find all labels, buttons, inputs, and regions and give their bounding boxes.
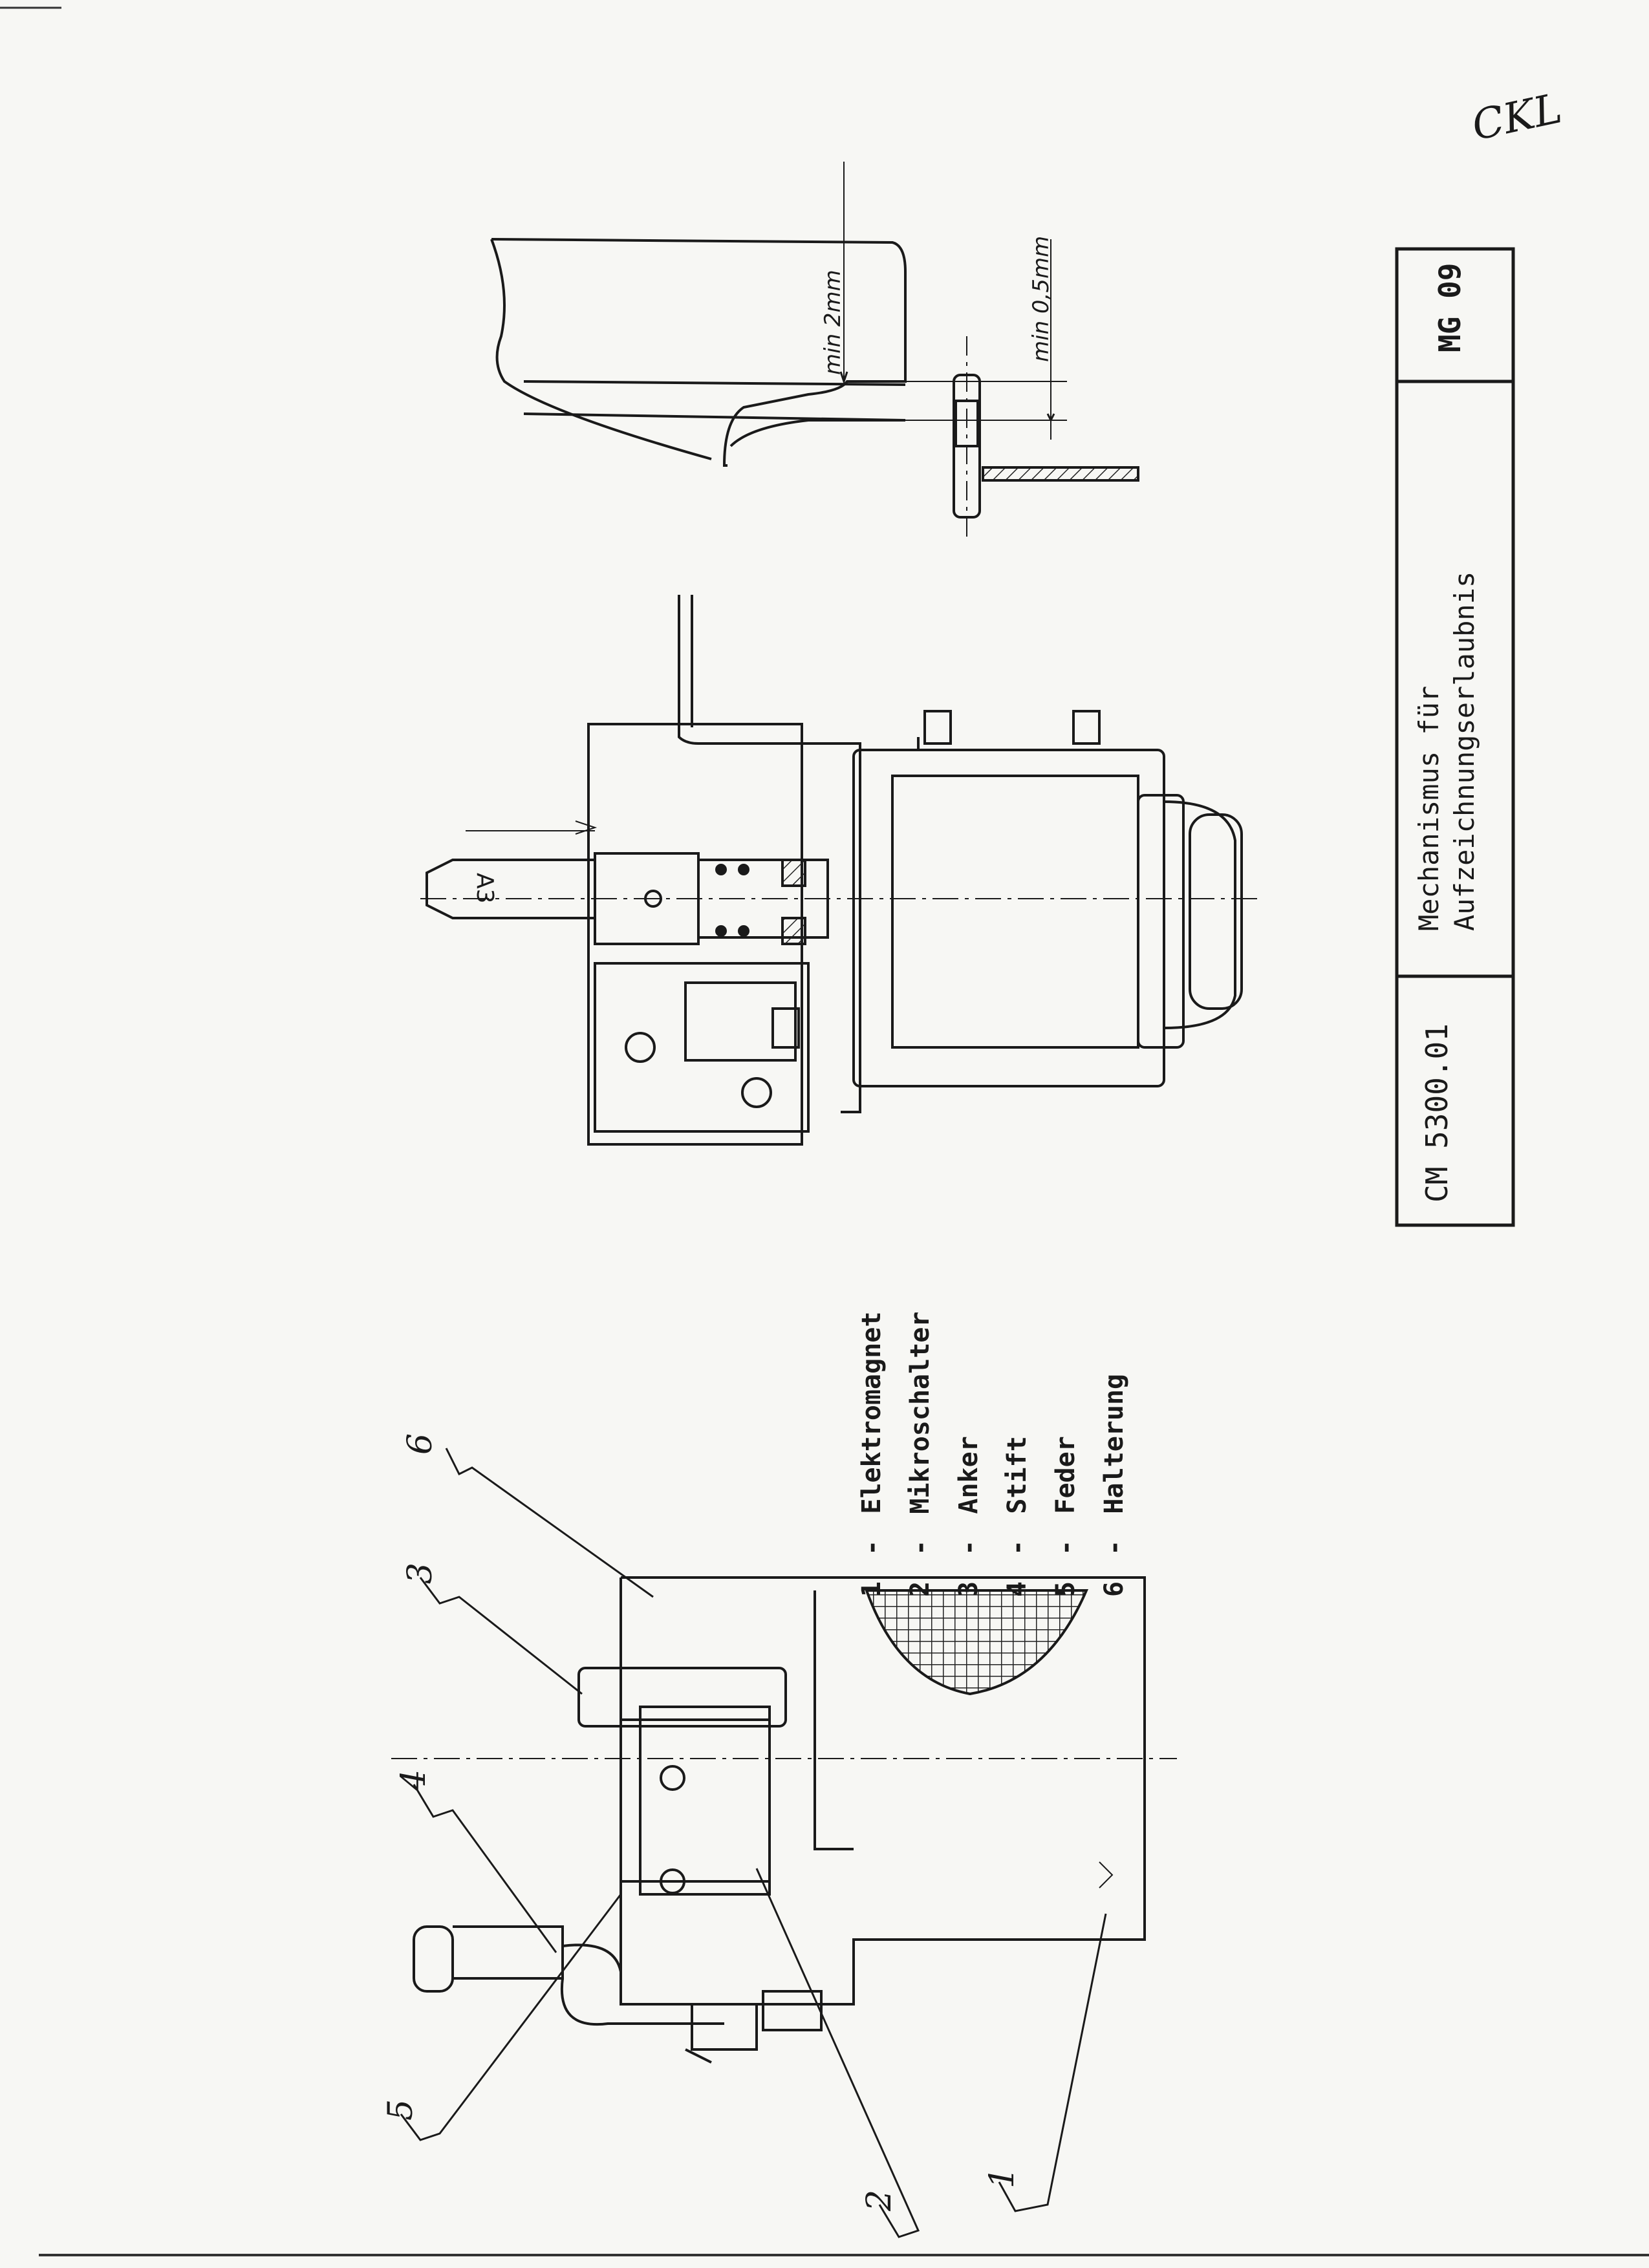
legend-item: 2 - Mikroschalter: [905, 1312, 935, 1597]
legend-label: Mikroschalter: [905, 1311, 935, 1514]
legend-dash: -: [1051, 1539, 1081, 1556]
legend-dash: -: [1002, 1539, 1032, 1556]
hatched-plate: [982, 466, 1139, 482]
callout-4: 4: [394, 1769, 433, 1791]
dim-a3: A3: [471, 873, 498, 904]
title-block-frame: [1395, 247, 1515, 1227]
legend-num: 4: [1002, 1581, 1032, 1597]
callout-1: 1: [983, 2166, 1022, 2188]
lower-isometric-view: [391, 1576, 1177, 2064]
legend-dash: -: [1099, 1539, 1129, 1556]
legend-item: 6 - Halterung: [1099, 1374, 1129, 1597]
document-number: CM 5300.01: [1419, 1023, 1454, 1203]
callout-leaders: [400, 1448, 1107, 2238]
dim-min2: min 2mm: [820, 270, 846, 375]
legend-label: Anker: [954, 1436, 984, 1514]
legend-dash: -: [905, 1539, 935, 1556]
legend-num: 3: [954, 1581, 984, 1597]
top-detail-view: [490, 162, 1139, 537]
legend-num: 1: [857, 1581, 887, 1597]
legend-item: 4 - Stift: [1002, 1436, 1032, 1597]
title-line-2: Aufzeichnungserlaubnis: [1449, 571, 1480, 931]
legend-item: 5 - Feder: [1051, 1436, 1081, 1597]
callout-5: 5: [382, 2099, 420, 2121]
title-line-1: Mechanismus für: [1413, 685, 1445, 931]
legend-label: Feder: [1051, 1436, 1081, 1514]
middle-side-view: [420, 595, 1261, 1146]
legend-dash: -: [954, 1539, 984, 1556]
hatched-coil-section: [865, 1589, 1089, 1696]
legend-num: 6: [1099, 1581, 1129, 1597]
callout-2: 2: [860, 2189, 899, 2211]
legend-label: Elektromagnet: [857, 1311, 887, 1514]
legend-label: Halterung: [1099, 1373, 1129, 1514]
legend-num: 2: [905, 1581, 935, 1597]
dim-min05: min 0,5mm: [1028, 235, 1054, 362]
legend-item: 3 - Anker: [954, 1436, 984, 1597]
legend-item: 1 - Elektromagnet: [857, 1312, 887, 1597]
legend-dash: -: [857, 1539, 887, 1556]
sheet-code: MG 09: [1432, 262, 1467, 352]
callout-3: 3: [401, 1562, 440, 1584]
legend-label: Stift: [1002, 1436, 1032, 1514]
legend-num: 5: [1051, 1581, 1081, 1597]
callout-6: 6: [401, 1433, 440, 1455]
